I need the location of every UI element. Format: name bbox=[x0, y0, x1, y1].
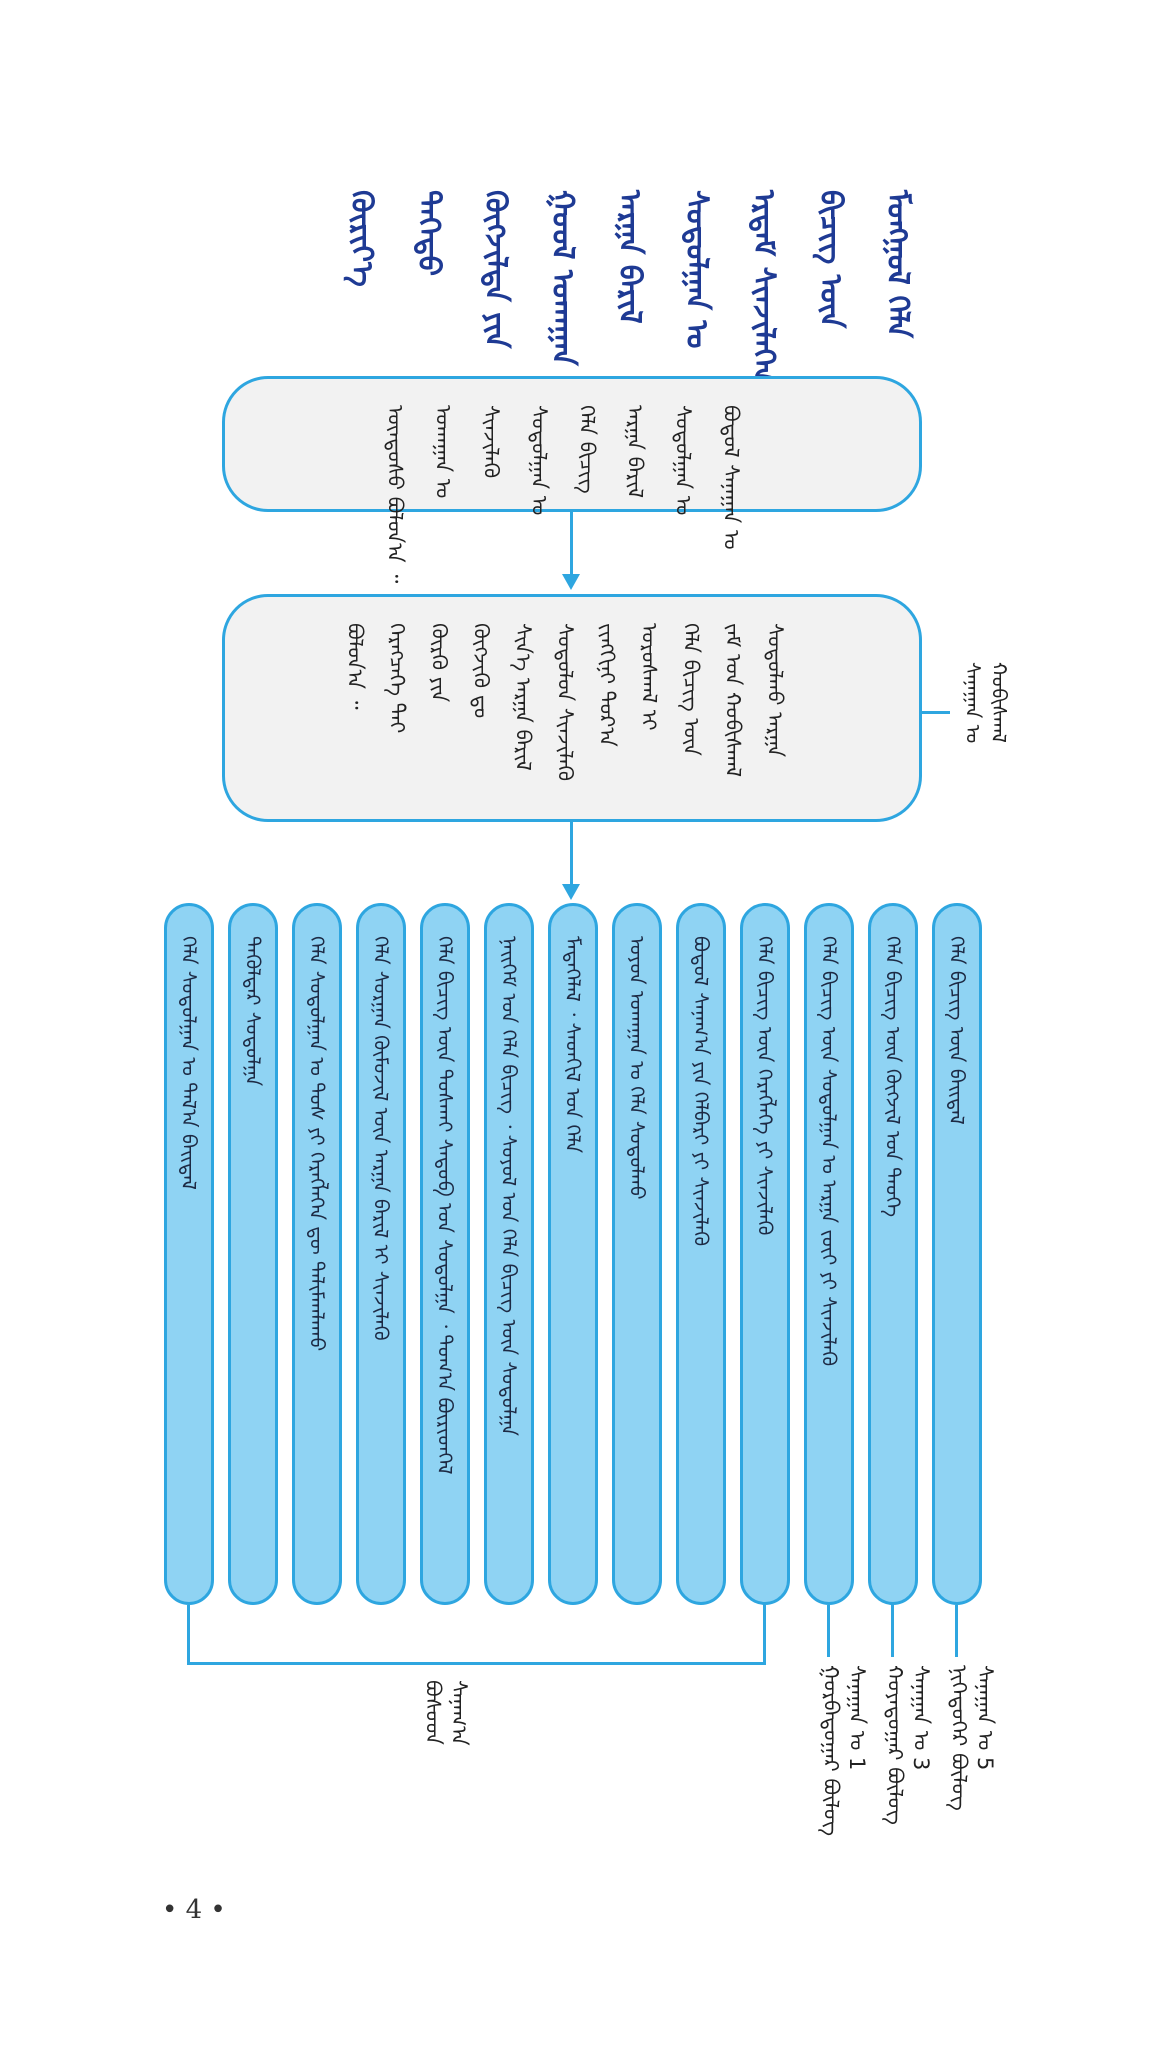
box2-label-connector bbox=[922, 711, 950, 714]
method-text-line-9: ᠬᠦᠷᠬᠦ ᠶᠢᠨ bbox=[427, 623, 451, 703]
method-text-line-8: ᠬᠥᠭᠵᠢᠬᠦ ᠳᠤ bbox=[469, 623, 493, 719]
method-text-line-11: ᠪᠣᠯᠤᠨ᠎ᠠ ᠃ bbox=[343, 623, 367, 710]
method-text-line-2: ᠵᠠᠮ ᠤᠨ ᠬᠤᠪᠢᠰᠬᠠᠯ bbox=[721, 623, 745, 778]
page-number: • 4 • bbox=[162, 1895, 226, 1925]
title-line-2: ᠪᠢᠴᠢᠭ ᠦᠨ bbox=[813, 190, 848, 329]
chapter-bar-11: ᠬᠡᠯᠡ ᠰᠤᠳᠤᠯᠭᠠᠨ ᠤ ᠲᠤᠰ ᠶᠢ ᠬᠡᠷᠡᠭᠯᠡᠭᠡᠨ ᠳᠦ ᠳᠠᠯ… bbox=[292, 903, 342, 1605]
title-line-6: ᠭᠤᠤᠯ ᠤᠬᠠᠭᠠᠨ ᠤ bbox=[545, 190, 580, 405]
chapter-bar-label: ᠮᠡᠳᠡᠭᠡᠯᠡᠯ ᠂ ᠰᠡᠳᠬᠢᠯ ᠤᠨ ᠬᠡᠯᠡ bbox=[561, 936, 585, 1153]
chapter-bar-8: ᠨᠡᠢᠭᠡᠮ ᠤᠨ ᠬᠡᠯᠡ ᠪᠢᠴᠢᠭ ᠂ ᠰᠣᠶᠣᠯ ᠤᠨ ᠬᠡᠯᠡ ᠪᠢᠴ… bbox=[484, 903, 534, 1605]
chapter-bar-label: ᠨᠡᠢᠭᠡᠮ ᠤᠨ ᠬᠡᠯᠡ ᠪᠢᠴᠢᠭ ᠂ ᠰᠣᠶᠣᠯ ᠤᠨ ᠬᠡᠯᠡ ᠪᠢᠴ… bbox=[497, 936, 521, 1436]
foundation-text-line-2: ᠰᠤᠳᠤᠯᠭᠠᠨ ᠤ bbox=[671, 405, 695, 516]
foundation-text-line-5: ᠰᠤᠳᠤᠯᠭᠠᠨ ᠤ bbox=[527, 405, 551, 516]
other-label: ᠪᠤᠰᠤᠳ ᠰᠠᠨᠠᠭ᠎ᠠ bbox=[421, 1680, 471, 1746]
chapter-bar-label: ᠪᠣᠳᠣᠯ ᠰᠠᠨᠠᠭ᠎ᠠ ᠶᠢᠨ ᠬᠡᠯᠪᠡᠷᠢ ᠶᠢ ᠰᠢᠨᠵᠢᠯᠡᠬᠦ bbox=[689, 936, 713, 1247]
bracket-other-base bbox=[187, 1662, 766, 1665]
bracket-chapter-3 bbox=[827, 1605, 830, 1657]
chapter-bar-9: ᠬᠡᠯᠡ ᠪᠢᠴᠢᠭ ᠦᠨ ᠲᠤᠰᠬᠠᠢ ᠰᠡᠳᠦᠪ ᠤᠨ ᠰᠤᠳᠤᠯᠭᠠ ᠂ … bbox=[420, 903, 470, 1605]
arrow-1-line bbox=[570, 512, 573, 574]
foundation-text-line-4: ᠬᠡᠯᠡ ᠪᠢᠴᠢᠭ bbox=[575, 405, 599, 494]
title-line-7: ᠬᠥᠭᠵᠢᠯᠲᠡ ᠶᠢᠨ bbox=[478, 190, 513, 349]
method-text-line-7: ᠰᠢᠨ᠎ᠡ ᠠᠷᠭᠠ ᠪᠠᠷᠢᠯ bbox=[511, 623, 535, 771]
bracket-other-right bbox=[763, 1605, 766, 1665]
chapter-bar-label: ᠲᠡᠭᠦᠯᠳᠡᠷ ᠰᠤᠳᠤᠯᠭᠠ bbox=[241, 936, 265, 1087]
chapter-1-label: ᠨᠢᠭᠡᠳᠦᠭᠡᠷ ᠪᠦᠯᠦᠭ ᠰᠠᠨᠠᠭᠠᠨ ᠤ 5 bbox=[947, 1665, 997, 1811]
chapter-bar-6: ᠣᠶᠤᠨ ᠤᠬᠠᠭᠠᠨ ᠤ ᠬᠡᠯᠡ ᠰᠤᠳᠤᠯᠬᠤ bbox=[612, 903, 662, 1605]
bracket-chapter-2 bbox=[891, 1605, 894, 1657]
title-line-5: ᠠᠷᠭᠠ ᠪᠠᠷᠢᠯ bbox=[612, 190, 647, 324]
chapter-bar-5: ᠪᠣᠳᠣᠯ ᠰᠠᠨᠠᠭ᠎ᠠ ᠶᠢᠨ ᠬᠡᠯᠪᠡᠷᠢ ᠶᠢ ᠰᠢᠨᠵᠢᠯᠡᠬᠦ bbox=[676, 903, 726, 1605]
chapter-bar-1: ᠬᠡᠯᠡ ᠪᠢᠴᠢᠭ ᠦᠨ ᠪᠠᠢᠳᠠᠯ bbox=[932, 903, 982, 1605]
chapter-bar-label: ᠬᠡᠯᠡ ᠪᠢᠴᠢᠭ ᠦᠨ ᠲᠤᠰᠬᠠᠢ ᠰᠡᠳᠦᠪ ᠤᠨ ᠰᠤᠳᠤᠯᠭᠠ ᠂ … bbox=[433, 936, 457, 1475]
foundation-text-line-1: ᠪᠣᠳᠣᠯ ᠰᠠᠨᠠᠭᠠᠨ ᠤ bbox=[719, 405, 743, 550]
foundation-text-line-8: ᠦᠨᠳᠦᠰᠦ ᠪᠣᠯᠤᠨ᠎ᠠ ᠃ bbox=[383, 405, 407, 584]
method-text-line-6: ᠰᠤᠳᠤᠯᠤᠨ ᠰᠢᠨᠵᠢᠯᠡᠬᠦ bbox=[553, 623, 577, 782]
chapter-bar-label: ᠬᠡᠯᠡ ᠪᠢᠴᠢᠭ ᠦᠨ ᠬᠡᠷᠡᠭᠯᠡᠭᠡ ᠶᠢ ᠰᠢᠨᠵᠢᠯᠡᠬᠦ bbox=[753, 936, 777, 1236]
method-text-line-10: ᠬᠡᠷᠡᠭᠴᠡᠭᠡ ᠲᠠᠢ bbox=[385, 623, 409, 734]
chapter-bar-label: ᠬᠡᠯᠡ ᠪᠢᠴᠢᠭ ᠦᠨ ᠬᠥᠭᠵᠢᠯ ᠤᠨ ᠲᠡᠦᠬᠡ bbox=[881, 936, 905, 1218]
chapter-bar-label: ᠬᠡᠯᠡ ᠪᠢᠴᠢᠭ ᠦᠨ ᠪᠠᠢᠳᠠᠯ bbox=[945, 936, 969, 1125]
arrow-2-head bbox=[562, 884, 580, 900]
chapter-3-label: ᠭᠤᠷᠪᠠᠳᠤᠭᠠᠷ ᠪᠦᠯᠦᠭ ᠰᠠᠨᠠᠭᠠᠨ ᠤ 1 bbox=[819, 1665, 869, 1837]
method-text-line-4: ᠤᠷᠤᠰᠬᠠᠯ ᠢ bbox=[637, 623, 661, 731]
method-text-line-1: ᠰᠤᠳᠤᠯᠬᠤ ᠠᠷᠭᠠ bbox=[763, 623, 787, 758]
chapter-bar-2: ᠬᠡᠯᠡ ᠪᠢᠴᠢᠭ ᠦᠨ ᠬᠥᠭᠵᠢᠯ ᠤᠨ ᠲᠡᠦᠬᠡ bbox=[868, 903, 918, 1605]
chapter-bar-label: ᠬᠡᠯᠡ ᠰᠤᠳᠤᠯᠭᠠᠨ ᠤ ᠲᠤᠰ ᠶᠢ ᠬᠡᠷᠡᠭᠯᠡᠭᠡᠨ ᠳᠦ ᠳᠠᠯ… bbox=[305, 936, 329, 1352]
foundation-text-line-3: ᠠᠷᠭᠠ ᠪᠠᠷᠢᠯ bbox=[623, 405, 647, 498]
title-line-8: ᠳᠡᠭᠡᠳᠦ bbox=[411, 190, 446, 277]
chapter-bar-label: ᠬᠡᠯᠡ ᠰᠤᠳᠤᠯᠭᠠᠨ ᠤ ᠲᠠᠯ᠎ᠠ ᠪᠠᠢᠳᠠᠯ bbox=[177, 936, 201, 1190]
method-text-line-3: ᠬᠡᠯᠡ ᠪᠢᠴᠢᠭ ᠦᠨ bbox=[679, 623, 703, 756]
chapter-bar-12: ᠲᠡᠭᠦᠯᠳᠡᠷ ᠰᠤᠳᠤᠯᠭᠠ bbox=[228, 903, 278, 1605]
research-method-box: ᠰᠤᠳᠤᠯᠬᠤ ᠠᠷᠭᠠ ᠵᠠᠮ ᠤᠨ ᠬᠤᠪᠢᠰᠬᠠᠯ ᠬᠡᠯᠡ ᠪᠢᠴᠢᠭ ᠦᠨ… bbox=[222, 594, 922, 822]
chapter-bar-label: ᠣᠶᠤᠨ ᠤᠬᠠᠭᠠᠨ ᠤ ᠬᠡᠯᠡ ᠰᠤᠳᠤᠯᠬᠤ bbox=[625, 936, 649, 1200]
arrow-1-head bbox=[562, 574, 580, 590]
foundation-box: ᠪᠣᠳᠣᠯ ᠰᠠᠨᠠᠭᠠᠨ ᠤ ᠰᠤᠳᠤᠯᠭᠠᠨ ᠤ ᠠᠷᠭᠠ ᠪᠠᠷᠢᠯ ᠬᠡᠯᠡ … bbox=[222, 376, 922, 583]
bracket-chapter-1 bbox=[955, 1605, 958, 1657]
title-line-9: ᠬᠦᠷᠢᠶ᠎ᠡ bbox=[344, 190, 379, 287]
chapter-2-label: ᠬᠣᠶᠠᠳᠤᠭᠠᠷ ᠪᠦᠯᠦᠭ ᠰᠠᠨᠠᠭᠠᠨ ᠤ 3 bbox=[883, 1665, 933, 1825]
arrow-2-line bbox=[570, 822, 573, 884]
bracket-other-left bbox=[187, 1605, 190, 1665]
box2-side-label: ᠰᠠᠨᠠᠭᠠᠨ ᠤ ᠬᠤᠪᠢᠰᠬᠠᠯ bbox=[961, 662, 1011, 744]
chapter-bar-4: ᠬᠡᠯᠡ ᠪᠢᠴᠢᠭ ᠦᠨ ᠬᠡᠷᠡᠭᠯᠡᠭᠡ ᠶᠢ ᠰᠢᠨᠵᠢᠯᠡᠬᠦ bbox=[740, 903, 790, 1605]
chapter-bar-7: ᠮᠡᠳᠡᠭᠡᠯᠡᠯ ᠂ ᠰᠡᠳᠬᠢᠯ ᠤᠨ ᠬᠡᠯᠡ bbox=[548, 903, 598, 1605]
chapter-bar-3: ᠬᠡᠯᠡ ᠪᠢᠴᠢᠭ ᠦᠨ ᠰᠤᠳᠤᠯᠭᠠᠨ ᠤ ᠠᠷᠭᠠ ᠵᠦᠢ ᠶᠢ ᠰᠢᠨ… bbox=[804, 903, 854, 1605]
chapter-bar-10: ᠬᠡᠯᠡ ᠰᠤᠷᠭᠠᠨ ᠬᠦᠮᠦᠵᠢᠯ ᠦᠨ ᠠᠷᠭᠠ ᠪᠠᠷᠢᠯ ᠢ ᠰᠢᠨᠵ… bbox=[356, 903, 406, 1605]
title-line-4: ᠰᠤᠳᠤᠯᠭᠠᠨ ᠤ bbox=[679, 190, 714, 349]
chapter-bar-13: ᠬᠡᠯᠡ ᠰᠤᠳᠤᠯᠭᠠᠨ ᠤ ᠲᠠᠯ᠎ᠠ ᠪᠠᠢᠳᠠᠯ bbox=[164, 903, 214, 1605]
foundation-text-line-6: ᠰᠢᠨᠵᠢᠯᠡᠬᠦ bbox=[479, 405, 503, 479]
chapter-bar-label: ᠬᠡᠯᠡ ᠪᠢᠴᠢᠭ ᠦᠨ ᠰᠤᠳᠤᠯᠭᠠᠨ ᠤ ᠠᠷᠭᠠ ᠵᠦᠢ ᠶᠢ ᠰᠢᠨ… bbox=[817, 936, 841, 1367]
foundation-text-line-7: ᠤᠬᠠᠭᠠᠨ ᠤ bbox=[431, 405, 455, 499]
method-text-line-5: ᠵᠢᠩᠬᠢᠨᠢ ᠳᠤᠷ᠎ᠠ bbox=[595, 623, 619, 747]
chapter-bar-label: ᠬᠡᠯᠡ ᠰᠤᠷᠭᠠᠨ ᠬᠦᠮᠦᠵᠢᠯ ᠦᠨ ᠠᠷᠭᠠ ᠪᠠᠷᠢᠯ ᠢ ᠰᠢᠨᠵ… bbox=[369, 936, 393, 1341]
title-line-1: ᠮᠣᠩᠭᠣᠯ ᠬᠡᠯᠡ bbox=[880, 190, 915, 339]
